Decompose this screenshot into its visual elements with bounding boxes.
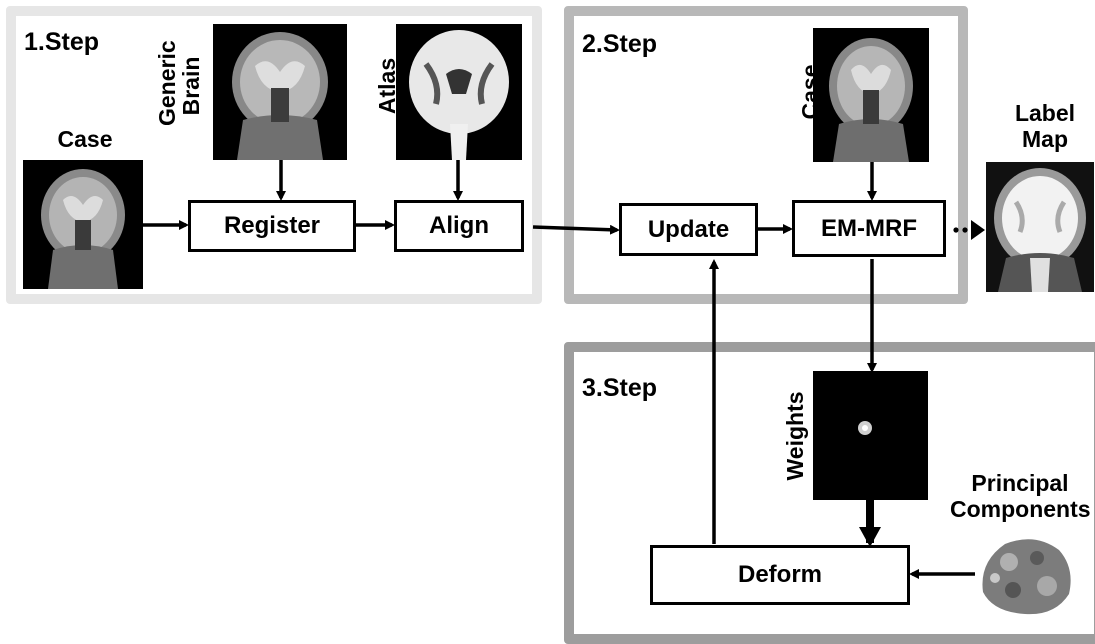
- atlas-image: [396, 24, 522, 160]
- weights-image: [813, 371, 928, 500]
- generic-brain-image: [213, 24, 347, 160]
- principal-components-image: [975, 532, 1077, 616]
- case-brain-image: [23, 160, 143, 289]
- dotted-arrow-emmrf-to-labelmap: [953, 220, 985, 240]
- update-box: Update: [619, 203, 758, 256]
- step2-title: 2.Step: [582, 30, 658, 58]
- generic-brain-line2: Brain: [178, 56, 204, 116]
- principal-line2: Components: [950, 496, 1091, 522]
- align-box: Align: [394, 200, 524, 252]
- label-map-line2: Map: [1022, 126, 1068, 152]
- generic-brain-label: Generic Brain: [154, 40, 204, 126]
- principal-components-label: Principal Components: [950, 470, 1091, 522]
- generic-brain-line1: Generic: [154, 40, 180, 126]
- step3-title: 3.Step: [582, 374, 658, 402]
- label-map-image: [986, 162, 1094, 292]
- label-map-line1: Label: [1014, 100, 1076, 126]
- case-label: Case: [57, 126, 113, 152]
- emmrf-box: EM-MRF: [792, 200, 946, 257]
- arrow-align-to-update: [532, 224, 620, 235]
- weights-label-text: Weights: [782, 391, 808, 481]
- principal-line1: Principal: [971, 470, 1069, 496]
- weights-label: Weights: [782, 381, 808, 491]
- label-map-label: Label Map: [1000, 100, 1090, 152]
- case-brain-image-step2: [813, 28, 929, 162]
- register-box: Register: [188, 200, 356, 252]
- step1-title: 1.Step: [24, 28, 100, 56]
- deform-box: Deform: [650, 545, 910, 605]
